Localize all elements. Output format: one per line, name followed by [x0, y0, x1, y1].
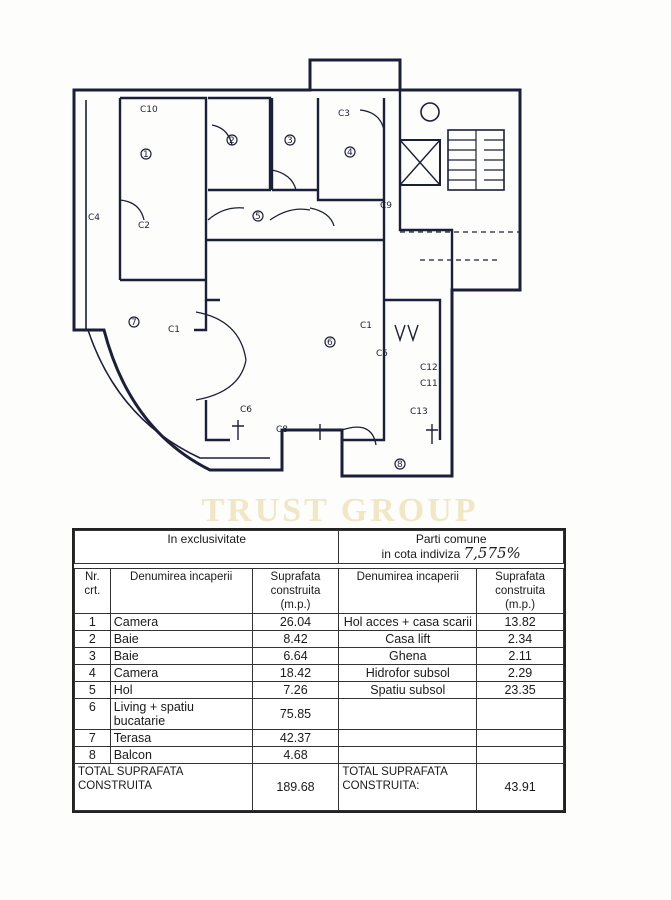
row-room-name: Camera: [109, 613, 253, 631]
room-number-1: 1: [143, 150, 149, 160]
row-common-name: Spatiu subsol: [338, 681, 478, 699]
row-common-area: [476, 698, 564, 730]
fixture: [232, 324, 438, 444]
row-common-area: [476, 729, 564, 747]
row-common-name: Casa lift: [338, 630, 478, 648]
common-total-area: 43.91: [476, 763, 564, 811]
row-area: 26.04: [251, 613, 340, 631]
row-common-name: Hol acces + casa scarii: [338, 613, 478, 631]
label-c11: C11: [420, 379, 438, 389]
stair-steps: [448, 130, 504, 190]
outer-wall: [72, 58, 522, 478]
row-common-area: 2.11: [476, 647, 564, 665]
row-common-name: Ghena: [338, 647, 478, 665]
common-header-line1: Parti comune: [415, 532, 487, 546]
floor-plan: C10 C2 C3 C9 C1 C1 C5 C6 C8 C12 C11 C13 …: [72, 58, 522, 478]
row-room-name: Camera: [109, 664, 253, 682]
room-number-8: 8: [397, 460, 403, 470]
internal-wall-lower: [194, 290, 442, 442]
row-area: 75.85: [251, 698, 340, 730]
row-area: 4.68: [251, 746, 340, 764]
row-nr: 5: [74, 681, 111, 699]
row-room-name: Terasa: [109, 729, 253, 747]
terrace-edge: [85, 100, 270, 459]
row-nr: 4: [74, 664, 111, 682]
label-c3: C3: [338, 109, 350, 119]
ghena-circle: [420, 102, 440, 122]
col-room-name: Denumirea incaperii: [109, 568, 253, 614]
row-room-name: Balcon: [109, 746, 253, 764]
row-area: 8.42: [251, 630, 340, 648]
col-common-area: Suprafata construita (m.p.): [476, 568, 564, 614]
area-table: In exclusivitate Parti comune in cota in…: [72, 528, 566, 813]
room-number-7: 7: [131, 318, 137, 328]
row-room-name: Living + spatiu bucatarie: [109, 698, 253, 730]
common-total-label: TOTAL SUPRAFATA CONSTRUITA:: [338, 763, 478, 811]
col-nr: Nr. crt.: [74, 568, 111, 614]
row-common-area: 13.82: [476, 613, 564, 631]
common-header-line2: in cota indiviza: [381, 547, 461, 561]
row-common-area: [476, 746, 564, 764]
row-room-name: Baie: [109, 630, 253, 648]
col-common-name: Denumirea incaperii: [338, 568, 478, 614]
label-c4: C4: [88, 213, 100, 223]
row-common-name: [338, 729, 478, 747]
room-number-5: 5: [255, 212, 261, 222]
row-common-area: 23.35: [476, 681, 564, 699]
watermark: TRUST GROUP: [201, 492, 479, 529]
lift-cross: [399, 139, 441, 186]
room-number-2: 2: [229, 136, 235, 146]
exclusive-header: In exclusivitate: [73, 530, 340, 564]
label-c8: C8: [276, 425, 288, 435]
label-c12: C12: [420, 363, 438, 373]
row-nr: 2: [74, 630, 111, 648]
share-value: 7,575%: [463, 544, 521, 562]
label-c5: C5: [376, 349, 388, 359]
row-nr: 8: [74, 746, 111, 764]
label-c1-right: C1: [360, 321, 372, 331]
row-area: 6.64: [251, 647, 340, 665]
row-area: 7.26: [251, 681, 340, 699]
row-common-name: [338, 698, 478, 730]
common-header: Parti comune in cota indiviza 7,575%: [338, 530, 564, 564]
row-room-name: Baie: [109, 647, 253, 665]
row-common-area: 2.34: [476, 630, 564, 648]
total-area: 189.68: [251, 763, 340, 811]
internal-wall: [118, 88, 454, 302]
row-common-name: Hidrofor subsol: [338, 664, 478, 682]
room-number-4: 4: [347, 148, 353, 158]
row-nr: 6: [74, 698, 111, 730]
lift-shaft: [399, 139, 441, 186]
label-c9: C9: [380, 201, 392, 211]
label-c10: C10: [140, 105, 158, 115]
total-label: TOTAL SUPRAFATA CONSTRUITA: [74, 763, 253, 811]
row-nr: 3: [74, 647, 111, 665]
row-common-area: 2.29: [476, 664, 564, 682]
room-number-6: 6: [327, 338, 333, 348]
row-common-name: [338, 746, 478, 764]
door-swing: [119, 109, 385, 446]
col-area: Suprafata construita (m.p.): [251, 568, 340, 614]
dashed-partition: [400, 231, 520, 261]
row-area: 42.37: [251, 729, 340, 747]
label-c13: C13: [410, 407, 428, 417]
label-c6: C6: [240, 405, 252, 415]
label-c2: C2: [138, 221, 150, 231]
row-nr: 1: [74, 613, 111, 631]
row-nr: 7: [74, 729, 111, 747]
row-area: 18.42: [251, 664, 340, 682]
room-number-3: 3: [287, 136, 293, 146]
label-c1-left: C1: [168, 325, 180, 335]
row-room-name: Hol: [109, 681, 253, 699]
